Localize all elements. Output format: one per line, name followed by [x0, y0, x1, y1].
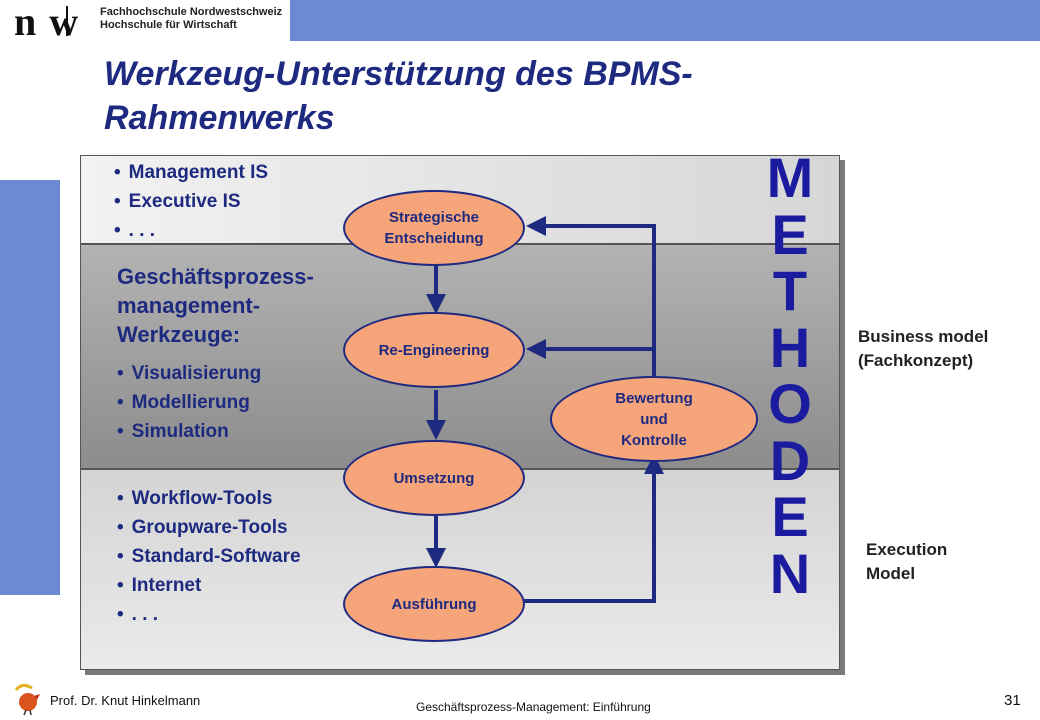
node-ausfuehrung: Ausführung: [343, 566, 525, 642]
list-item: . . .: [117, 600, 301, 629]
left-accent-bar: [0, 180, 60, 595]
footer-course: Geschäftsprozess-Management: Einführung: [416, 700, 651, 714]
slide-title: Werkzeug-Unterstützung des BPMS-Rahmenwe…: [104, 55, 693, 137]
top-tool-list: Management IS Executive IS . . .: [114, 158, 268, 245]
list-item: Management IS: [114, 158, 268, 187]
logo-divider: [66, 6, 68, 36]
bpm-tools-heading: Geschäftsprozess- management- Werkzeuge:: [117, 264, 314, 347]
list-item: Visualisierung: [117, 359, 262, 388]
institution-line-1: Fachhochschule Nordwestschweiz: [100, 6, 283, 18]
list-item: Executive IS: [114, 187, 268, 216]
list-item: Standard-Software: [117, 542, 301, 571]
node-umsetzung: Umsetzung: [343, 440, 525, 516]
methoden-vertical-label: M E T H O D E N: [766, 146, 814, 605]
footer-author: Prof. Dr. Knut Hinkelmann: [50, 693, 201, 708]
header-bar: [290, 0, 1040, 41]
arrow-ausfuehrung-to-bewertung: [524, 454, 664, 603]
execution-tool-list: Workflow-Tools Groupware-Tools Standard-…: [117, 484, 301, 629]
arrow-bewertung-to-strategy: [526, 216, 656, 380]
list-item: Simulation: [117, 417, 261, 446]
page-number: 31: [1004, 692, 1021, 709]
rooster-logo-icon: [14, 683, 40, 716]
list-item: Groupware-Tools: [117, 513, 301, 542]
business-model-label: Business model (Fachkonzept): [858, 327, 989, 370]
execution-model-label: Execution Model: [866, 540, 948, 583]
list-item: Internet: [117, 571, 301, 600]
node-re-engineering: Re-Engineering: [343, 312, 525, 388]
institution-line-2: Hochschule für Wirtschaft: [100, 19, 237, 31]
list-item: Workflow-Tools: [117, 484, 301, 513]
bpm-tool-list: Visualisierung Modellierung Simulation: [117, 359, 262, 446]
list-item: . . .: [114, 216, 268, 245]
list-item: Modellierung: [117, 388, 261, 417]
